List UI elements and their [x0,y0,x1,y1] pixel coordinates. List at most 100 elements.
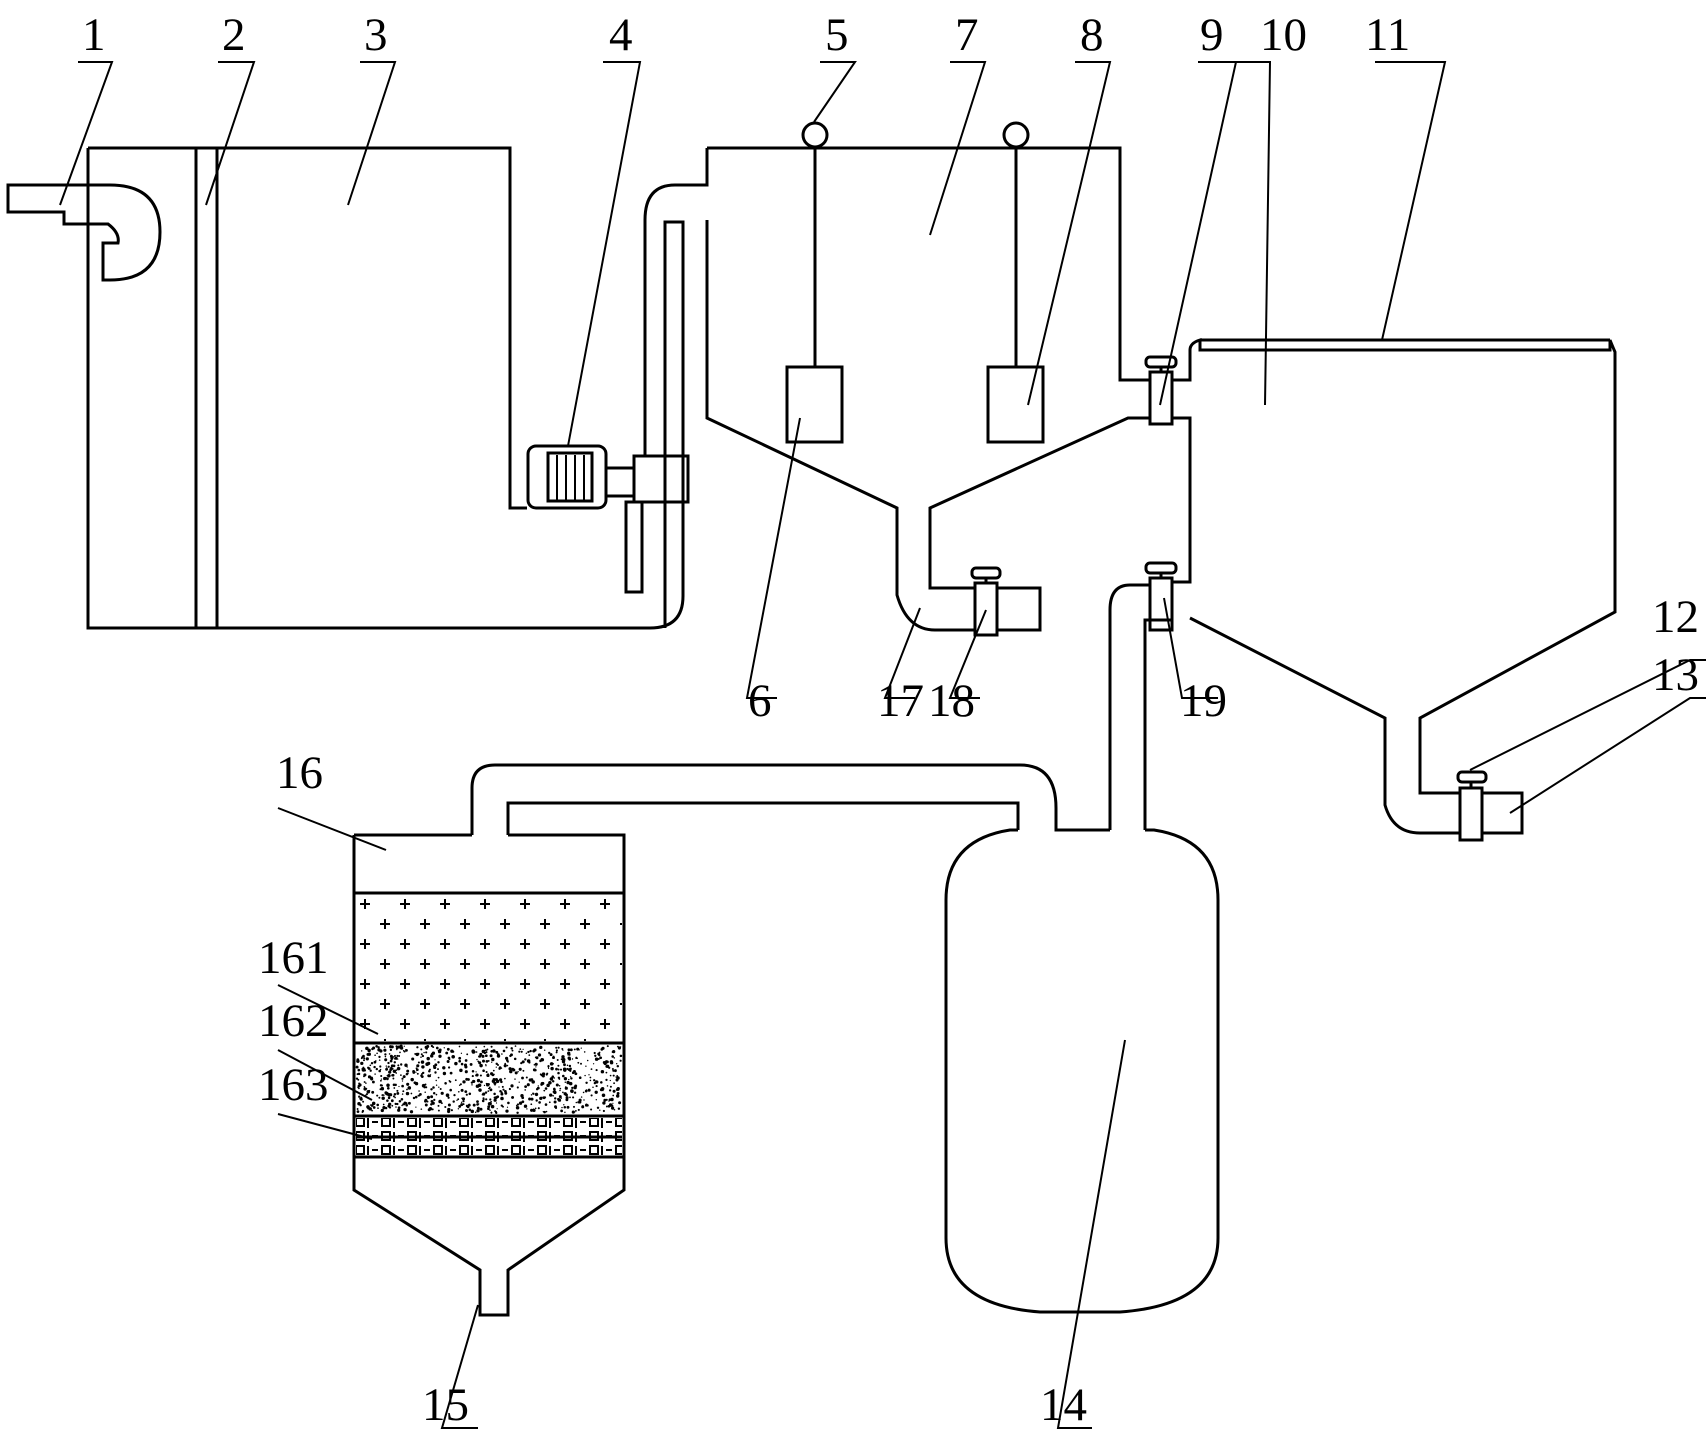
sand-grain [490,1111,493,1114]
sand-grain [557,1076,561,1080]
label-3: 3 [364,9,388,61]
sand-grain [396,1048,398,1051]
sand-grain [606,1045,609,1048]
sand-grain [400,1098,404,1101]
sand-grain [492,1078,496,1081]
sand-grain [590,1068,593,1070]
sand-grain [401,1080,404,1082]
sand-grain [430,1095,434,1099]
sand-grain [572,1096,575,1099]
sand-grain [397,1064,400,1067]
sand-grain [585,1065,587,1067]
sand-grain [553,1100,557,1104]
sand-grain [489,1098,492,1101]
sand-grain [554,1097,557,1100]
sand-grain [540,1083,543,1086]
label-14: 14 [1040,1379,1087,1431]
sand-grain [358,1082,361,1085]
sand-grain [371,1090,375,1094]
sand-grain [528,1061,531,1064]
sand-grain [575,1110,577,1112]
sand-grain [367,1067,371,1070]
sand-grain [563,1104,565,1106]
sand-grain [466,1053,469,1056]
sand-grain [495,1050,499,1054]
sand-grain [379,1065,382,1068]
sand-grain [475,1046,478,1049]
sand-grain [561,1047,564,1050]
sand-grain [561,1059,566,1064]
sand-grain [522,1048,524,1050]
sand-grain [420,1060,425,1064]
sand-grain [615,1076,617,1078]
sand-grain [437,1104,440,1107]
sand-grain [387,1061,390,1065]
sand-grain [420,1048,423,1051]
sand-grain [576,1047,580,1051]
sand-grain [511,1049,514,1052]
sand-grain [387,1065,390,1068]
sand-grain [613,1082,616,1085]
sand-grain [484,1091,488,1094]
sand-grain [578,1100,582,1104]
sand-grain [392,1069,397,1074]
sand-grain [602,1101,606,1105]
sand-grain [555,1083,559,1087]
sand-grain [558,1095,562,1099]
sand-grain [394,1102,397,1106]
sand-grain [492,1049,496,1053]
sand-grain [583,1099,585,1101]
sand-grain [396,1102,399,1106]
sand-grain [356,1073,359,1076]
sand-grain [425,1086,428,1089]
sand-grain [475,1051,478,1053]
sand-grain [481,1049,485,1054]
label-161: 161 [258,932,329,984]
sand-grain [365,1082,367,1084]
sand-grain [588,1074,590,1076]
sand-grain [501,1085,504,1088]
sand-grain [426,1056,430,1061]
sand-grain [510,1047,513,1050]
sand-grain [433,1066,437,1070]
sand-grain [484,1054,488,1058]
sand-grain [478,1088,482,1092]
sand-grain [506,1106,509,1108]
sand-grain [532,1108,535,1110]
sand-grain [483,1045,486,1048]
label-162: 162 [258,995,329,1047]
sand-grain [557,1064,560,1067]
sand-grain [388,1070,392,1074]
sand-grain [600,1048,604,1051]
sand-grain [563,1077,568,1081]
sand-grain [385,1091,389,1096]
sand-grain [489,1054,493,1058]
sand-grain [459,1083,462,1086]
sand-grain [434,1063,438,1067]
sand-grain [613,1069,617,1073]
sand-grain [466,1105,470,1109]
sand-grain [549,1053,553,1057]
filter-16 [352,833,626,1317]
sand-grain [477,1086,479,1088]
sand-grain [495,1066,497,1068]
sand-grain [582,1091,585,1094]
sand-grain [361,1109,365,1113]
sand-grain [608,1098,612,1101]
sand-grain [538,1101,541,1104]
sand-grain [499,1078,503,1082]
sand-grain [379,1084,383,1087]
sand-grain [468,1108,472,1112]
valve-19 [1144,561,1178,632]
sand-grain [613,1109,616,1111]
label-7: 7 [955,9,979,61]
sand-grain [517,1071,519,1073]
sand-grain [479,1080,483,1084]
sand-grain [534,1068,537,1072]
label-18: 18 [928,675,975,727]
sand-grain [599,1109,601,1111]
sand-grain [430,1088,433,1091]
sand-grain [434,1059,436,1061]
sand-grain [485,1098,488,1101]
sand-grain [407,1072,409,1075]
